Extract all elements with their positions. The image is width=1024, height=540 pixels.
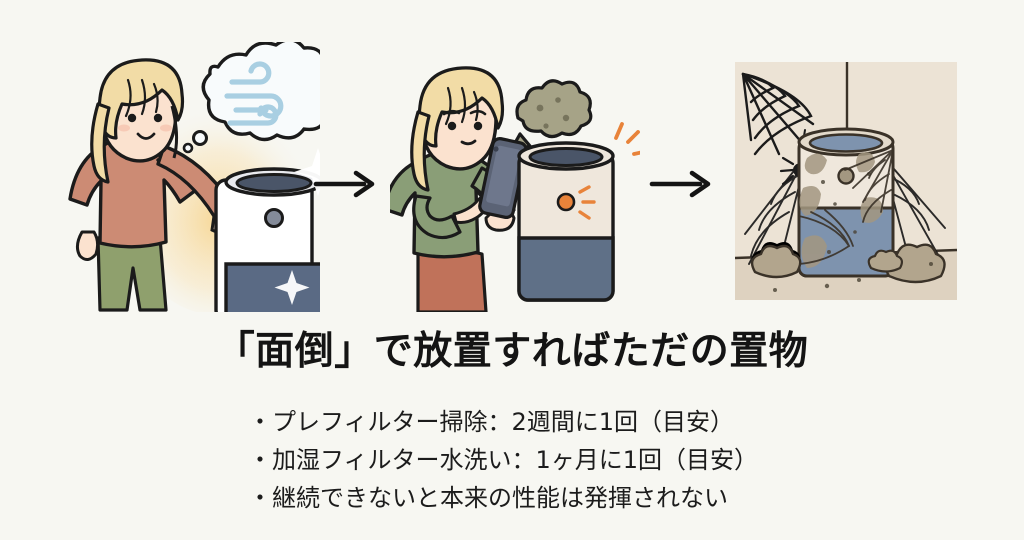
cobweb-left-floor <box>744 153 812 267</box>
alert-rays <box>578 185 596 220</box>
air-purifier-clean <box>214 148 352 332</box>
arrow-panel2-to-panel3 <box>648 167 718 201</box>
woman-worried <box>382 66 528 314</box>
panel-clean-art <box>68 38 352 332</box>
purifier-power-indicator <box>264 208 284 228</box>
list-item: ・加湿フィルター水洗い：1ヶ月に1回（目安） <box>248 445 759 474</box>
purifier-power-indicator <box>837 167 855 185</box>
illustration-strip <box>0 38 1024 332</box>
alert-burst <box>614 122 650 156</box>
list-item: ・プレフィルター掃除：2週間に1回（目安） <box>248 408 735 436</box>
eye-right <box>153 113 163 123</box>
list-item: ・継続できないと本来の性能は発揮されない <box>248 483 728 512</box>
smartphone <box>478 136 528 220</box>
woman-happy <box>68 58 234 312</box>
air-purifier-alert <box>517 122 650 302</box>
panel-abandoned-art <box>734 62 958 300</box>
panel-neglect-art <box>382 66 650 314</box>
eye-left <box>127 113 137 123</box>
purifier-alert-indicator <box>556 192 576 212</box>
bullet-list: ・プレフィルター掃除：2週間に1回（目安） ・加湿フィルター水洗い：1ヶ月に1回… <box>248 404 948 518</box>
panel-clean <box>60 38 352 332</box>
smiling-mouth <box>136 132 156 140</box>
thought-bubble <box>182 38 339 154</box>
arrow-panel1-to-panel2 <box>312 167 382 201</box>
cobweb-on-unit <box>798 149 894 265</box>
panel-neglect <box>382 42 650 314</box>
worried-mouth <box>460 139 477 146</box>
wind-icon <box>224 61 284 126</box>
dust-bunny-mid <box>867 249 904 273</box>
dust-bunnies <box>750 242 946 292</box>
dust-cloud-bubble <box>508 79 593 154</box>
dust-bunny-left <box>750 244 802 279</box>
worried-brows <box>442 109 487 116</box>
panel-abandoned <box>734 62 958 300</box>
page-title: 「面倒」で放置すればただの置物 <box>215 329 809 374</box>
